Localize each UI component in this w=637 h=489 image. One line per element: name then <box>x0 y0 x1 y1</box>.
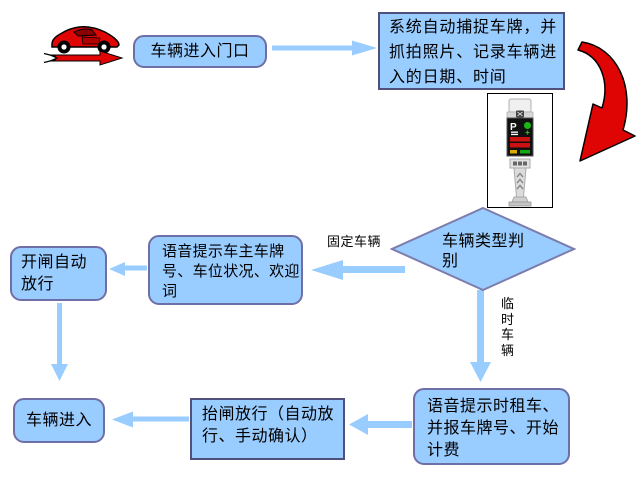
flow-box-label: 车辆进入 <box>26 412 93 429</box>
branch-label-fixed: 固定车辆 <box>327 234 382 249</box>
flow-box-enter-gate: 车辆进入门口 <box>133 35 267 68</box>
red-curve-arrow-icon <box>577 41 636 162</box>
arrow-rental-to-lift <box>349 414 412 435</box>
flow-box-line: 号、车位状况、欢迎 <box>162 263 300 280</box>
flow-box-line: 入的日期、时间 <box>389 69 507 86</box>
arrow-owner-to-open-gate <box>109 262 147 276</box>
diamond-shape <box>389 206 577 292</box>
flow-box-line: 放行 <box>21 276 55 293</box>
flow-box-open-gate: 开闸自动 放行 <box>10 246 107 301</box>
car-icon <box>43 26 124 66</box>
arrow-lift-to-enter <box>112 411 189 428</box>
decision-label: 车辆类型判 别 <box>442 232 534 272</box>
flow-box-capture: 系统自动捕捉车牌，并 抓拍照片、记录车辆进 入的日期、时间 <box>378 12 565 90</box>
flow-box-line: 语音提示车主车牌 <box>162 243 285 260</box>
arrow-open-gate-down <box>51 303 68 381</box>
flow-box-voice-owner: 语音提示车主车牌 号、车位状况、欢迎 词 <box>148 235 303 305</box>
branch-label-temporary: 临时车辆 <box>501 296 515 358</box>
flow-box-line: 抬闸放行（自动放 <box>202 406 335 423</box>
flow-box-line: 别 <box>442 253 459 270</box>
flow-box-label: 车辆进入门口 <box>150 42 250 60</box>
flow-box-line: 行、手动确认） <box>202 428 318 445</box>
arrow-fixed-branch <box>311 260 405 280</box>
arrow-enter-to-capture <box>272 40 377 56</box>
flow-box-line: 语音提示时租车、 <box>427 398 560 415</box>
decision-diamond-vehicle-type: 车辆类型判 别 <box>389 206 577 292</box>
flow-box-line: 抓拍照片、记录车辆进 <box>389 44 558 61</box>
flow-box-vehicle-enter: 车辆进入 <box>13 398 105 443</box>
flow-box-line: 并报车牌号、开始 <box>427 420 560 437</box>
flow-box-line: 车辆类型判 <box>442 233 525 250</box>
flow-box-line: 词 <box>162 283 178 300</box>
parking-device-photo: P <box>487 93 553 208</box>
device-screen-letter: P <box>510 122 517 133</box>
flow-box-voice-rental: 语音提示时租车、 并报车牌号、开始 计费 <box>413 388 570 465</box>
flow-box-line: 系统自动捕捉车牌，并 <box>389 19 558 36</box>
arrow-temporary-down <box>470 290 491 382</box>
flow-box-line: 计费 <box>427 442 461 459</box>
flow-box-lift-gate: 抬闸放行（自动放 行、手动确认） <box>190 398 345 460</box>
flow-box-line: 开闸自动 <box>21 254 88 271</box>
